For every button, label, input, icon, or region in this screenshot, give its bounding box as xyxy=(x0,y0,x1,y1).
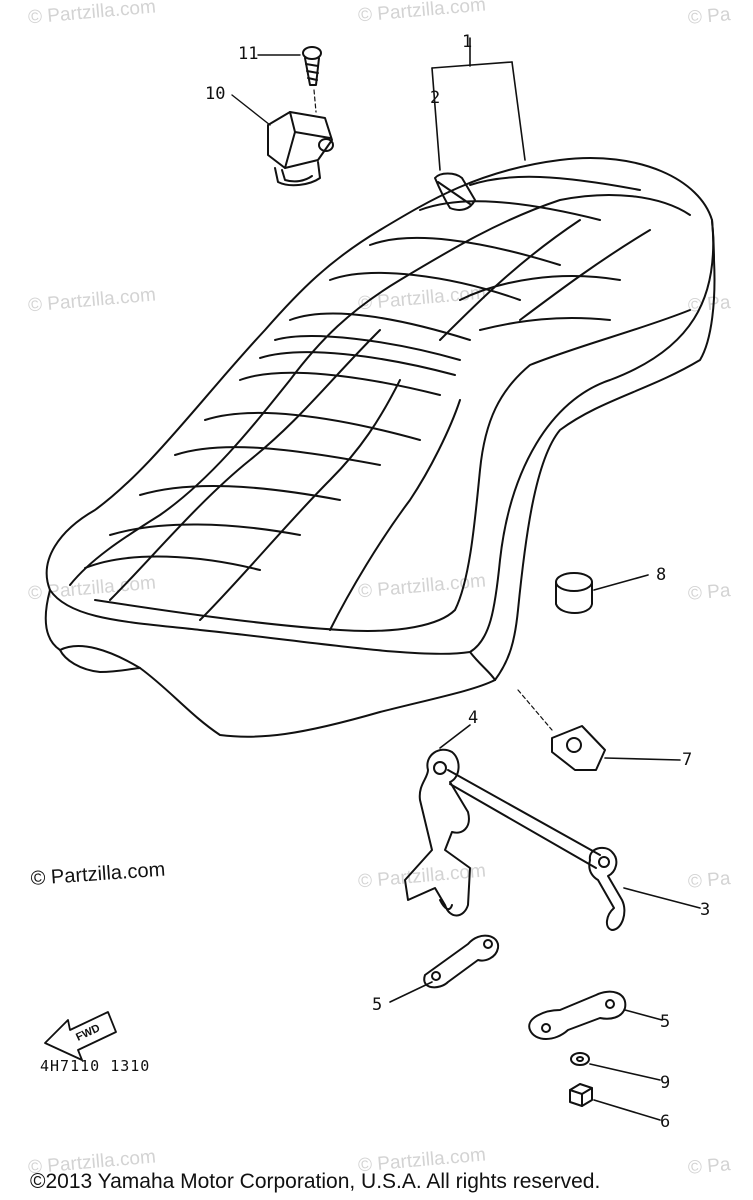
leader-lines-1-2 xyxy=(432,38,525,170)
seat xyxy=(46,158,715,737)
damper xyxy=(556,573,648,613)
callout-3: 3 xyxy=(700,900,711,920)
plate xyxy=(390,936,498,1002)
seat-lock xyxy=(232,95,333,185)
nut xyxy=(570,1084,660,1120)
callout-1: 1 xyxy=(462,32,473,52)
callout-9: 9 xyxy=(660,1073,671,1093)
callout-10: 10 xyxy=(205,84,226,104)
callout-7: 7 xyxy=(682,750,693,770)
washer xyxy=(571,1053,660,1080)
callout-5b: 5 xyxy=(660,1012,671,1032)
seat-cover xyxy=(435,174,475,210)
callout-5a: 5 xyxy=(372,995,383,1015)
fwd-arrow-icon xyxy=(45,1012,116,1060)
copyright-notice: ©2013 Yamaha Motor Corporation, U.S.A. A… xyxy=(30,1170,601,1193)
hook-bracket xyxy=(405,725,700,930)
diagram-code: 4H7110 1310 xyxy=(40,1057,151,1075)
callout-11: 11 xyxy=(238,44,259,64)
callout-6: 6 xyxy=(660,1112,671,1132)
screw xyxy=(258,47,321,112)
nut-clip xyxy=(518,690,680,770)
callout-2: 2 xyxy=(430,88,441,108)
callout-8: 8 xyxy=(656,565,667,585)
plate xyxy=(529,992,662,1039)
callout-4: 4 xyxy=(468,708,479,728)
